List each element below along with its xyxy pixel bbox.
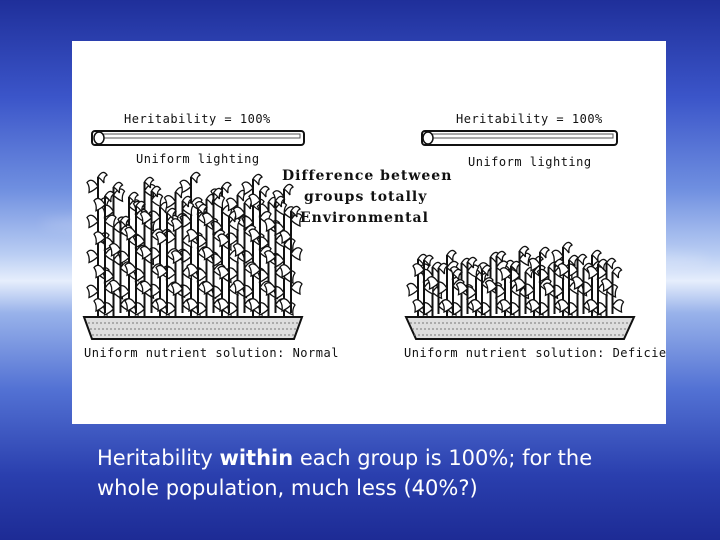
right-nutrient-label: Uniform nutrient solution: Deficient: [404, 346, 666, 360]
left-lighting-label: Uniform lighting: [136, 152, 260, 166]
plant-icon: [600, 266, 625, 314]
caption-emphasis: within: [219, 446, 294, 470]
right-plant-group: [406, 241, 625, 317]
left-lamp: [91, 130, 305, 146]
center-note-line2: groups totally: [304, 189, 427, 205]
plant-icon: [470, 264, 494, 314]
center-note-line3: Environmental: [300, 210, 429, 226]
plant-icon: [528, 246, 552, 314]
plant-icon: [279, 205, 303, 313]
center-note-line1: Difference between: [282, 168, 452, 184]
right-lighting-label: Uniform lighting: [468, 155, 592, 169]
left-heritability-label: Heritability = 100%: [124, 112, 271, 126]
plant-icon: [412, 254, 436, 314]
caption-before: Heritability: [97, 446, 220, 470]
caption: Heritability within each group is 100%; …: [97, 443, 657, 503]
heritability-diagram: Heritability = 100% Uniform lighting Her…: [82, 112, 666, 360]
right-tray: [404, 316, 636, 340]
left-nutrient-label: Uniform nutrient solution: Normal: [84, 346, 339, 360]
plant-icon: [139, 185, 164, 313]
left-plant-group: [86, 171, 303, 317]
right-lamp: [421, 130, 618, 146]
caption-after: each group is 100%; for the whole popula…: [97, 446, 593, 500]
right-heritability-label: Heritability = 100%: [456, 112, 603, 126]
diagram-panel: Heritability = 100% Uniform lighting Her…: [72, 41, 666, 424]
left-tray: [82, 316, 304, 340]
